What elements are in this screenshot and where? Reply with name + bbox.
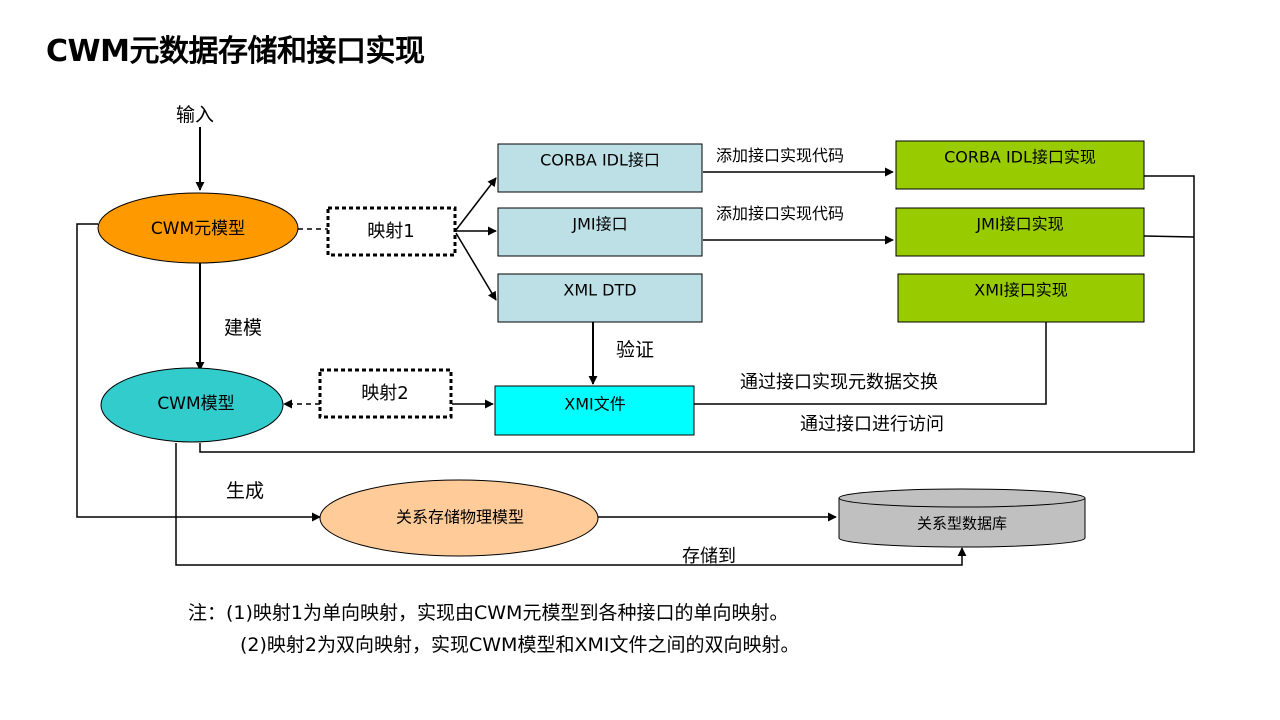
model-store-arrow [175,443,967,566]
corba-idl-label: CORBA IDL接口 [540,151,660,170]
access-label: 通过接口进行访问 [800,414,944,435]
xmi-file-label: XMI文件 [564,395,626,414]
jmi-interface-node [497,207,703,257]
note-line-1: 注：(1)映射1为单向映射，实现由CWM元模型到各种接口的单向映射。 [188,602,789,624]
xmi-file-node [494,385,695,436]
corba-impl-label: CORBA IDL接口实现 [944,148,1096,167]
relational-model-node [319,479,599,557]
relational-model-label: 关系存储物理模型 [396,508,524,527]
xmi-impl-exchange-line [694,322,1047,405]
jmi-interface-label: JMI接口 [571,215,627,234]
meta-to-relational-arrow [76,223,321,522]
cwm-model-label: CWM模型 [157,394,234,414]
add-code-label-2: 添加接口实现代码 [716,204,844,223]
mapping2-node [318,368,453,419]
jmi-impl-bracket [1143,235,1195,238]
modeling-label: 建模 [224,317,262,339]
exchange-label: 通过接口实现元数据交换 [740,372,938,393]
notes: 注：(1)映射1为单向映射，实现由CWM元模型到各种接口的单向映射。 (2)映射… [188,597,799,661]
xml-dtd-node [497,273,703,323]
jmi-impl-node [895,207,1145,257]
input-label: 输入 [176,104,214,126]
note-line-2: (2)映射2为双向映射，实现CWM模型和XMI文件之间的双向映射。 [240,634,800,656]
validate-label: 验证 [616,339,654,361]
cwm-meta-model-label: CWM元模型 [151,219,245,239]
corba-impl-node [895,140,1145,190]
jmi-impl-label: JMI接口实现 [975,215,1063,234]
xmi-impl-node [897,273,1145,323]
mapping1-to-corba-arrow [455,177,497,231]
relational-db-node [838,488,1086,548]
generate-label: 生成 [226,480,264,502]
mapping1-to-xml-arrow [455,232,497,301]
relational-db-label: 关系型数据库 [917,515,1007,533]
connectors [76,127,1195,566]
cwm-model-node [100,367,284,443]
mapping2-label: 映射2 [361,383,408,404]
mapping1-node [326,206,457,257]
store-to-label: 存储到 [682,546,736,567]
page-title: CWM元数据存储和接口实现 [46,34,425,69]
impl-access-line [199,175,1195,453]
corba-idl-node [497,143,703,193]
cwm-meta-model-node [97,192,299,264]
mapping1-label: 映射1 [367,221,414,242]
xmi-impl-label: XMI接口实现 [974,281,1068,300]
add-code-label-1: 添加接口实现代码 [716,146,844,165]
xml-dtd-label: XML DTD [563,281,636,300]
